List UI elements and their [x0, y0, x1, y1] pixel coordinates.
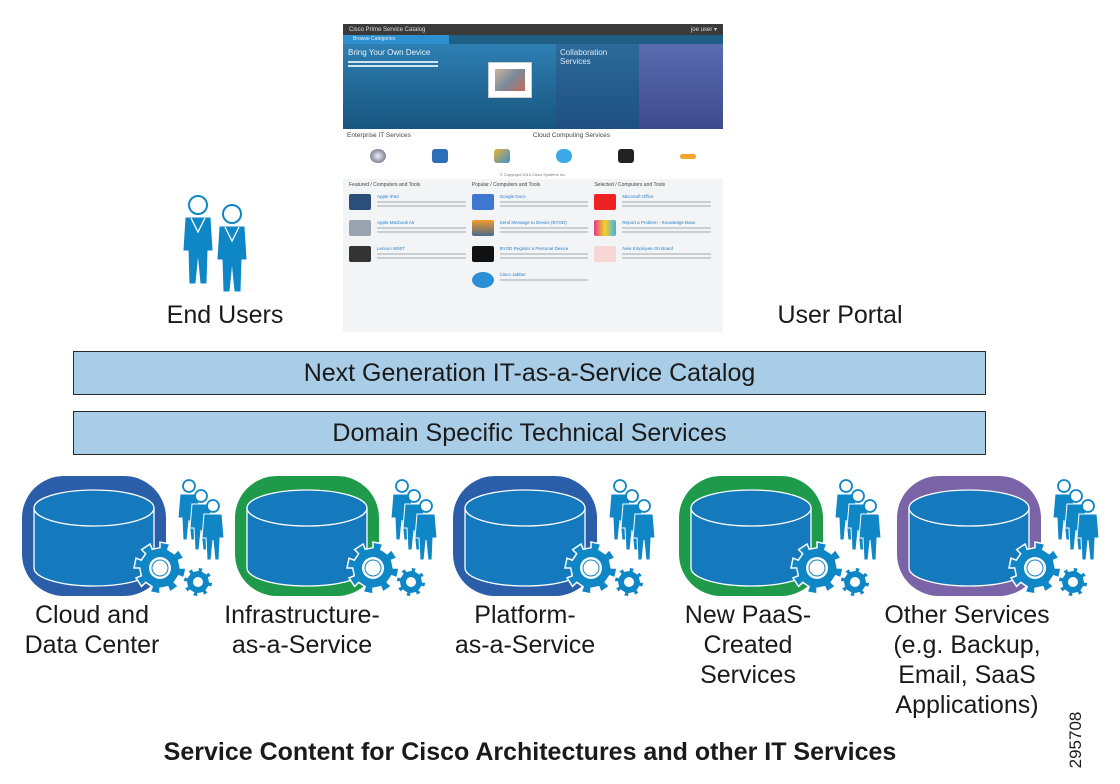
list-item[interactable]: Microsoft Office [594, 194, 712, 210]
list-item[interactable]: Send Message to Device (BYOD) [471, 220, 589, 236]
cloud-services-title: Cloud Computing Services [533, 132, 610, 139]
portal-copyright: © Copyright 2013 Cisco Systems Inc. [343, 170, 723, 179]
list-item[interactable]: Cisco Jabber [471, 272, 589, 288]
gears-icon [346, 541, 427, 598]
service-label-line: Email, SaaS [898, 661, 1036, 689]
service-label: Infrastructure-as-a-Service [202, 600, 402, 660]
column-heading: Selected / Computers and Tools [594, 182, 666, 188]
gears-icon [790, 541, 871, 598]
service-label-line: Other Services [884, 601, 1050, 629]
virtual-data-center-icon[interactable] [618, 149, 634, 163]
catalog-band-label: Next Generation IT-as-a-Service Catalog [303, 358, 756, 387]
domain-services-band: Domain Specific Technical Services [73, 411, 986, 455]
amazon-web-services-icon[interactable] [680, 153, 696, 159]
users-icon [608, 479, 656, 561]
service-icon-group [897, 476, 1100, 598]
gears-icon [133, 541, 214, 598]
gears-icon [1008, 541, 1089, 598]
portal-hero-title: Bring Your Own Device [348, 48, 431, 57]
service-label-line: Applications) [895, 691, 1039, 719]
database-icon [897, 476, 1041, 596]
users-icon [834, 479, 882, 561]
list-item[interactable]: Apple Macbook Air [349, 220, 466, 236]
service-label-line: Services [700, 661, 796, 689]
database-icon [453, 476, 597, 596]
end-users-icon [183, 195, 247, 292]
portal-title-bar: Cisco Prime Service Catalog joe user ▾ [343, 24, 723, 35]
portal-hero-side-title: Collaboration Services [560, 48, 608, 66]
service-label: Platform-as-a-Service [425, 600, 625, 660]
figure-caption: Service Content for Cisco Architectures … [163, 738, 897, 766]
list-item[interactable]: Report a Problem - Knowledge Base [594, 220, 712, 236]
end-users-label: End Users [166, 301, 284, 329]
service-label-line: as-a-Service [231, 631, 373, 659]
application-services-icon[interactable] [494, 149, 510, 163]
database-icon [235, 476, 379, 596]
service-label-line: (e.g. Backup, [893, 631, 1041, 659]
portal-user-menu[interactable]: joe user ▾ [690, 27, 717, 33]
gears-icon [564, 541, 645, 598]
service-icon-group [235, 476, 438, 598]
list-item[interactable]: New Employee On Board [594, 246, 712, 262]
device-services-icon[interactable] [432, 149, 448, 163]
portal-nav: Browse Categories [343, 35, 723, 44]
service-label-line: as-a-Service [454, 631, 596, 659]
column-heading: Popular / Computers and Tools [471, 182, 541, 188]
service-label-line: Infrastructure- [224, 601, 380, 629]
application-platforms-icon[interactable] [556, 149, 572, 163]
portal-hero: Bring Your Own Device Collaboration Serv… [343, 44, 723, 129]
service-label-line: New PaaS- [684, 601, 812, 629]
service-label-line: Platform- [474, 601, 576, 629]
list-item[interactable]: Apple iPad [349, 194, 466, 210]
portal-app-title: Cisco Prime Service Catalog [349, 26, 426, 33]
database-icon [22, 476, 166, 596]
figure-id: 295708 [1062, 700, 1092, 780]
list-item[interactable]: BYOD Register a Personal Device [471, 246, 589, 262]
user-portal-label: User Portal [777, 301, 903, 329]
service-icon-group [22, 476, 225, 598]
it-service-catalog-band: Next Generation IT-as-a-Service Catalog [73, 351, 986, 395]
list-item[interactable]: Lenovo W50T [349, 246, 466, 262]
domain-band-label: Domain Specific Technical Services [332, 418, 727, 447]
database-icon [679, 476, 823, 596]
enterprise-services-title: Enterprise IT Services [347, 132, 411, 139]
byod-image [488, 62, 532, 98]
users-icon [177, 479, 225, 561]
service-icon-group [453, 476, 656, 598]
figure-id-text: 295708 [1066, 711, 1085, 769]
network-services-icon[interactable] [370, 149, 386, 163]
portal-browse-categories[interactable]: Browse Categories [343, 35, 449, 44]
users-icon [1052, 479, 1100, 561]
service-label-line: Created [703, 631, 793, 659]
service-label-line: Cloud and [35, 601, 149, 629]
service-label-line: Data Center [24, 631, 160, 659]
list-item[interactable]: Google Docs [471, 194, 589, 210]
service-icon-group [679, 476, 882, 598]
user-portal-screenshot: Cisco Prime Service Catalog joe user ▾ B… [343, 24, 723, 332]
users-icon [390, 479, 438, 561]
column-heading: Featured / Computers and Tools [349, 182, 421, 188]
